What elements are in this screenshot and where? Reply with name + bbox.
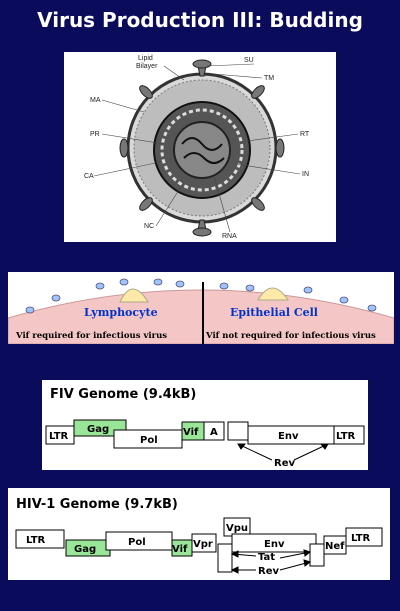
fiv-gene-a-label: A (210, 427, 218, 438)
bud-left (119, 288, 149, 303)
budding-panel: Lymphocyte Epithelial Cell Vif required … (8, 272, 394, 344)
budding-diagram: Lymphocyte Epithelial Cell Vif required … (8, 278, 394, 344)
fiv-gene-pol-label: Pol (140, 435, 158, 446)
hiv-genome-diagram: HIV-1 Genome (9.7kB) LTR Gag Pol Vif Vpr… (15, 497, 383, 577)
epithelial-label: Epithelial Cell (230, 306, 318, 319)
hiv-gene-nef-label: Nef (325, 541, 345, 552)
cell-surface (8, 289, 394, 344)
hiv-gene-ltr-left (15, 529, 65, 549)
hiv-gene-vpr (191, 533, 217, 553)
label-rt: RT (300, 131, 310, 138)
hiv-gene-gag-label: Gag (74, 544, 96, 555)
epithelial-note: Vif not required for infectious virus (205, 331, 376, 341)
label-ma: MA (90, 97, 101, 104)
virion-labels: Lipid Bilayer SU TM MA RT PR CA IN NC RN… (84, 55, 310, 240)
fiv-gene-ltr-left-label: LTR (49, 431, 69, 442)
inner-core (173, 121, 231, 179)
label-lipid: Lipid (138, 55, 153, 62)
hiv-rev-label: Rev (258, 566, 279, 577)
fiv-genome-panel: FIV Genome (9.4kB) LTR Gag Pol Vif A Env… (42, 380, 368, 470)
fiv-gene-ltr-right-label: LTR (336, 431, 356, 442)
hiv-gene-env (231, 533, 317, 553)
fiv-rev-arrows (237, 443, 329, 461)
hiv-gene-ltr-left-label: LTR (26, 535, 46, 546)
hiv-gene-ltr-right (345, 527, 383, 547)
hiv-genome-panel: HIV-1 Genome (9.7kB) LTR Gag Pol Vif Vpr… (8, 488, 390, 580)
hiv-gene-ltr-right-label: LTR (351, 533, 371, 544)
hiv-gene-env-label: Env (264, 539, 285, 550)
fiv-gene-gag-label: Gag (87, 424, 109, 435)
fiv-genome-diagram: FIV Genome (9.4kB) LTR Gag Pol Vif A Env… (45, 387, 365, 469)
hiv-gene-vpr-label: Vpr (193, 539, 213, 550)
fiv-gene-gag (73, 419, 127, 437)
hiv-title: HIV-1 Genome (9.7kB) (16, 497, 178, 512)
page-title: Virus Production III: Budding (37, 8, 363, 32)
hiv-gene-vpu-label: Vpu (226, 523, 248, 534)
label-bilayer: Bilayer (136, 63, 158, 70)
rna-strand (181, 137, 225, 164)
label-in: IN (302, 171, 309, 178)
label-ca: CA (84, 173, 94, 180)
hiv-gene-vif-label: Vif (172, 544, 188, 555)
hiv-gene-pol-label: Pol (128, 537, 146, 548)
fiv-rev-label: Rev (274, 458, 295, 469)
fiv-gene-a (203, 421, 225, 441)
hiv-gene-tat-exon2 (309, 543, 325, 567)
label-rna: RNA (222, 233, 237, 240)
fiv-gene-small (227, 421, 249, 441)
virion-diagram: Lipid Bilayer SU TM MA RT PR CA IN NC RN… (84, 55, 310, 240)
hiv-gene-tat-exon1 (217, 543, 233, 573)
hiv-tat-label: Tat (258, 552, 275, 563)
bud-right (257, 287, 289, 301)
capsid-ring (160, 108, 244, 192)
label-pr: PR (90, 131, 100, 138)
lymphocyte-note: Vif required for infectious virus (15, 331, 167, 341)
virion-diagram-panel: Lipid Bilayer SU TM MA RT PR CA IN NC RN… (64, 52, 336, 242)
fiv-gene-env-label: Env (278, 431, 299, 442)
envelope-spikes (119, 59, 285, 237)
label-su: SU (244, 57, 254, 64)
label-leader-lines (93, 63, 301, 233)
label-nc: NC (144, 223, 154, 230)
label-tm: TM (264, 75, 274, 82)
lymphocyte-label: Lymphocyte (84, 306, 158, 319)
fiv-gene-vif-label: Vif (183, 427, 199, 438)
fiv-gene-ltr-right (333, 425, 365, 445)
budding-virions (25, 278, 377, 314)
hiv-splice-arrows (230, 549, 312, 574)
fiv-title: FIV Genome (9.4kB) (50, 387, 196, 402)
